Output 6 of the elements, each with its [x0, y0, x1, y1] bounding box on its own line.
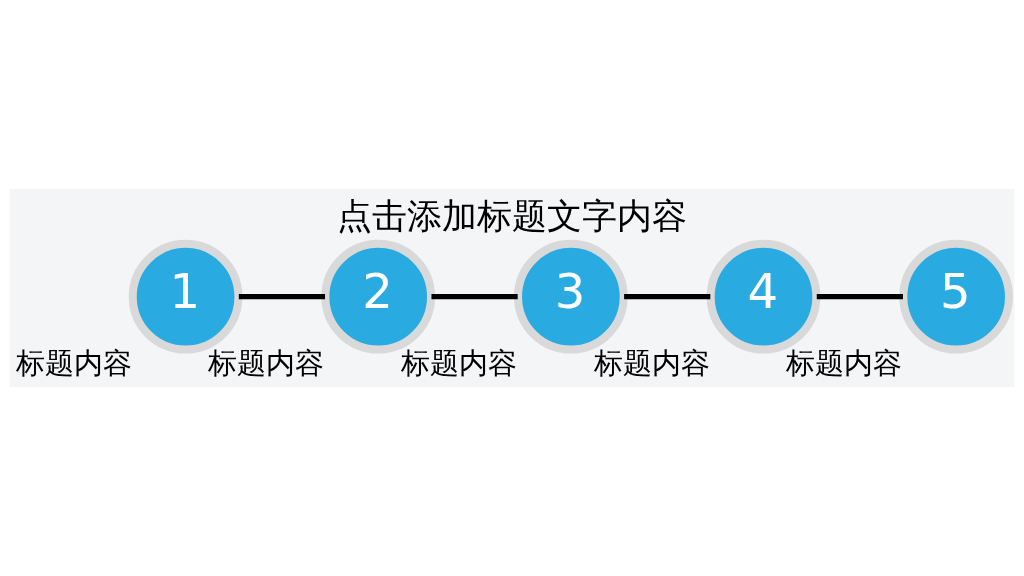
connector — [238, 294, 325, 300]
connector — [431, 294, 518, 300]
diagram-title: 点击添加标题文字内容 — [337, 195, 687, 236]
connector — [816, 294, 903, 300]
node-circle: 5 — [899, 239, 1014, 354]
connector — [624, 294, 711, 300]
